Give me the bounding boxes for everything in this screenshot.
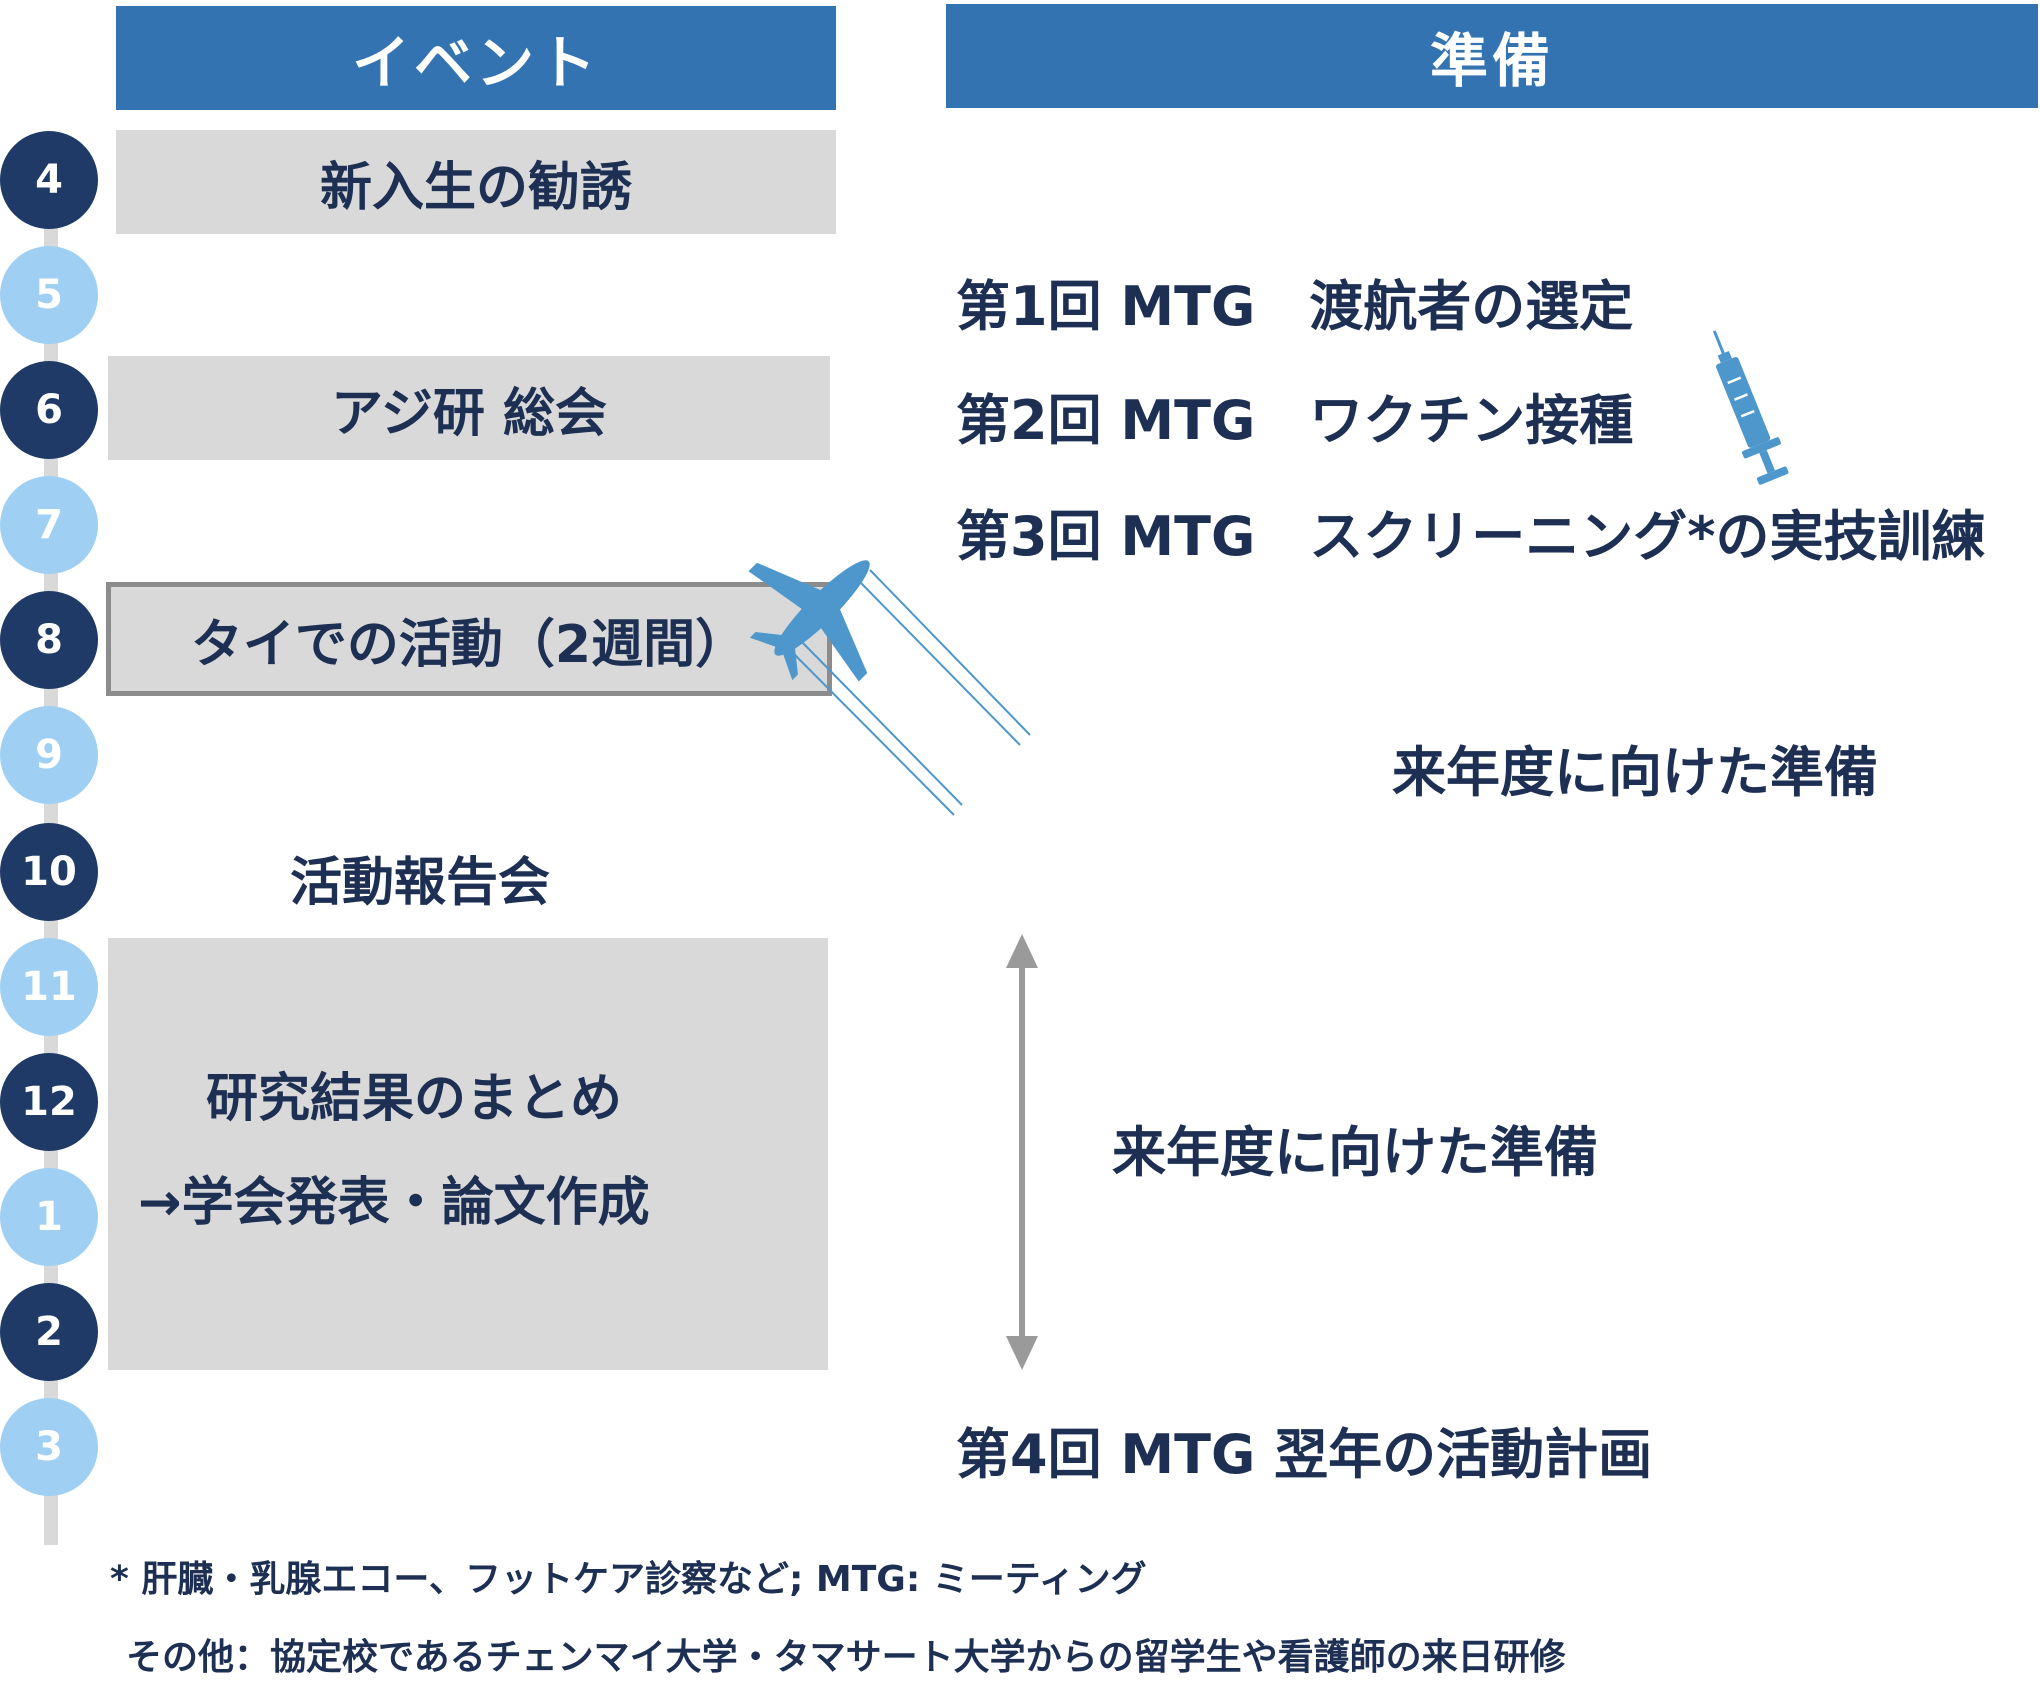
- month-4: 4: [0, 131, 98, 229]
- event-recruit-label: 新入生の勧誘: [319, 157, 632, 218]
- event-summary-line1: 研究結果のまとめ: [206, 1069, 623, 1129]
- month-3: 3: [0, 1398, 98, 1496]
- event-thailand-box: タイでの活動（2週間）: [106, 582, 832, 696]
- month-12: 12: [0, 1053, 98, 1151]
- syringe-icon: [1712, 330, 1789, 485]
- double-arrow-icon: [1006, 934, 1038, 1370]
- event-general-meeting-label: アジ研 総会: [330, 383, 608, 444]
- prep-mtg4: 第4回 MTG 翌年の活動計画: [956, 1423, 1653, 1486]
- month-8: 8: [0, 591, 98, 689]
- prep-mtg3: 第3回 MTG スクリーニング*の実技訓練: [956, 505, 1986, 568]
- month-5: 5: [0, 246, 98, 344]
- prep-next-year-2: 来年度に向けた準備: [1112, 1121, 1598, 1184]
- event-thailand-label: タイでの活動（2週間）: [190, 614, 748, 675]
- month-7: 7: [0, 476, 98, 574]
- prep-mtg1: 第1回 MTG 渡航者の選定: [956, 275, 1634, 338]
- prep-column-header: 準備: [946, 4, 2038, 108]
- prep-mtg2: 第2回 MTG ワクチン接種: [956, 389, 1634, 452]
- event-report-label: 活動報告会: [290, 853, 551, 913]
- month-11: 11: [0, 938, 98, 1036]
- month-6: 6: [0, 361, 98, 459]
- other-note: その他：協定校であるチェンマイ大学・タマサート大学からの留学生や看護師の来日研修: [126, 1637, 1566, 1678]
- month-10: 10: [0, 823, 98, 921]
- event-summary-box: 研究結果のまとめ →学会発表・論文作成: [108, 938, 828, 1370]
- event-recruit-box: 新入生の勧誘: [116, 130, 836, 234]
- footnote: * 肝臓・乳腺エコー、フットケア診察など; MTG: ミーティング: [110, 1559, 1147, 1600]
- month-1: 1: [0, 1168, 98, 1266]
- event-summary-line2: →学会発表・論文作成: [138, 1173, 650, 1233]
- airplane-icon: [748, 560, 1031, 816]
- event-general-meeting-box: アジ研 総会: [108, 356, 830, 460]
- month-9: 9: [0, 706, 98, 804]
- event-column-header: イベント: [116, 6, 836, 110]
- month-2: 2: [0, 1283, 98, 1381]
- prep-next-year-1: 来年度に向けた準備: [1392, 741, 1878, 804]
